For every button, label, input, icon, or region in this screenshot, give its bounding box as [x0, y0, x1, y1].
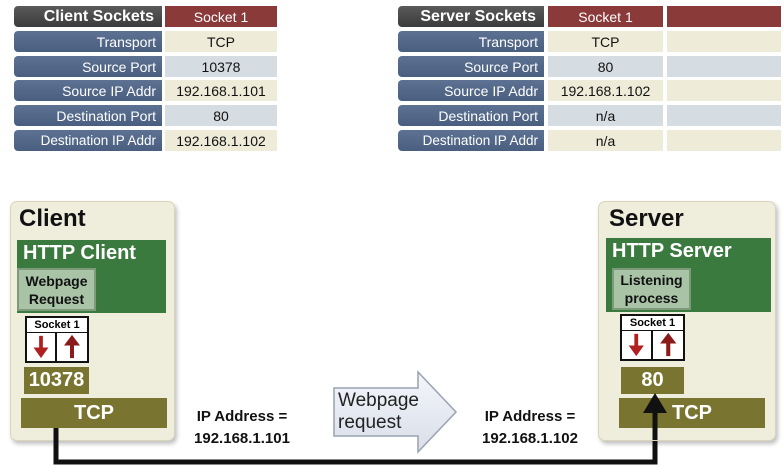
- client-port-box: 10378: [24, 367, 89, 394]
- server-row-empty-cell: [667, 105, 781, 126]
- client-row-value: 192.168.1.101: [165, 80, 277, 101]
- server-row-label: Destination Port: [398, 105, 544, 126]
- client-socket: Socket 1: [25, 316, 89, 363]
- server-row-label: Transport: [398, 31, 544, 52]
- webpage-request-line2: Request: [28, 290, 85, 307]
- server-tcp-box: TCP: [619, 398, 765, 428]
- client-ip-value: 192.168.1.101: [194, 430, 290, 447]
- http-client-label: HTTP Client: [23, 242, 136, 264]
- client-sockets-title: Client Sockets: [14, 6, 162, 27]
- server-row-empty-cell: [667, 80, 781, 101]
- down-arrow-icon: [33, 335, 49, 359]
- client-ip-label: IP Address = 192.168.1.101: [182, 406, 302, 450]
- client-row-label: Transport: [14, 31, 162, 52]
- server-socket: Socket 1: [620, 314, 685, 361]
- webpage-request-arrow: [333, 370, 458, 454]
- client-row-value: 10378: [165, 56, 277, 77]
- http-server-label: HTTP Server: [612, 240, 732, 262]
- server-row-value: n/a: [548, 105, 663, 126]
- server-ip-label: IP Address = 192.168.1.102: [470, 406, 590, 450]
- up-arrow-icon: [64, 334, 80, 359]
- client-row-label: Source IP Addr: [14, 80, 162, 101]
- server-socket-send-cell: [622, 330, 653, 359]
- webpage-request-text-line1: Webpage: [338, 390, 419, 411]
- client-ip-caption: IP Address =: [196, 408, 288, 425]
- server-socket-header: Socket 1: [548, 6, 663, 27]
- client-row-label: Destination Port: [14, 105, 162, 126]
- client-row-value: TCP: [165, 31, 277, 52]
- server-socket-recv-cell: [653, 330, 684, 359]
- up-arrow-icon: [659, 332, 676, 357]
- server-row-empty-cell: [667, 31, 781, 52]
- server-row-label: Source IP Addr: [398, 80, 544, 101]
- server-row-value: 192.168.1.102: [548, 80, 663, 101]
- client-row-value: 192.168.1.102: [165, 130, 277, 151]
- server-port-box: 80: [621, 367, 684, 394]
- request-arrow-shape: [333, 370, 458, 454]
- server-ip-caption: IP Address =: [484, 408, 576, 425]
- client-title: Client: [19, 205, 86, 232]
- server-socket-header-empty: [667, 6, 781, 27]
- client-row-value: 80: [165, 105, 277, 126]
- server-row-value: TCP: [548, 31, 663, 52]
- server-row-label: Destination IP Addr: [398, 130, 544, 151]
- server-row-value: n/a: [548, 130, 663, 151]
- client-socket-recv-cell: [57, 332, 87, 361]
- server-row-empty-cell: [667, 56, 781, 77]
- webpage-request-text-line2: request: [338, 412, 402, 433]
- client-socket-send-cell: [27, 332, 57, 361]
- listening-process-line1: Listening: [620, 272, 683, 288]
- webpage-request-box: Webpage Request: [17, 268, 96, 311]
- webpage-request-text: Webpage request: [338, 390, 428, 434]
- client-socket-label: Socket 1: [27, 318, 87, 333]
- server-ip-value: 192.168.1.102: [482, 430, 578, 447]
- client-row-label: Destination IP Addr: [14, 130, 162, 151]
- down-arrow-icon: [628, 333, 644, 357]
- server-title: Server: [609, 205, 684, 232]
- client-tcp-box: TCP: [21, 398, 167, 428]
- listening-process-box: Listening process: [612, 268, 691, 310]
- server-sockets-title: Server Sockets: [398, 6, 544, 27]
- server-row-label: Source Port: [398, 56, 544, 77]
- client-row-label: Source Port: [14, 56, 162, 77]
- server-row-empty-cell: [667, 130, 781, 151]
- server-socket-label: Socket 1: [622, 316, 683, 331]
- client-socket-header: Socket 1: [165, 6, 277, 27]
- server-row-value: 80: [548, 56, 663, 77]
- listening-process-line2: process: [624, 290, 679, 306]
- webpage-request-line1: Webpage: [25, 272, 88, 289]
